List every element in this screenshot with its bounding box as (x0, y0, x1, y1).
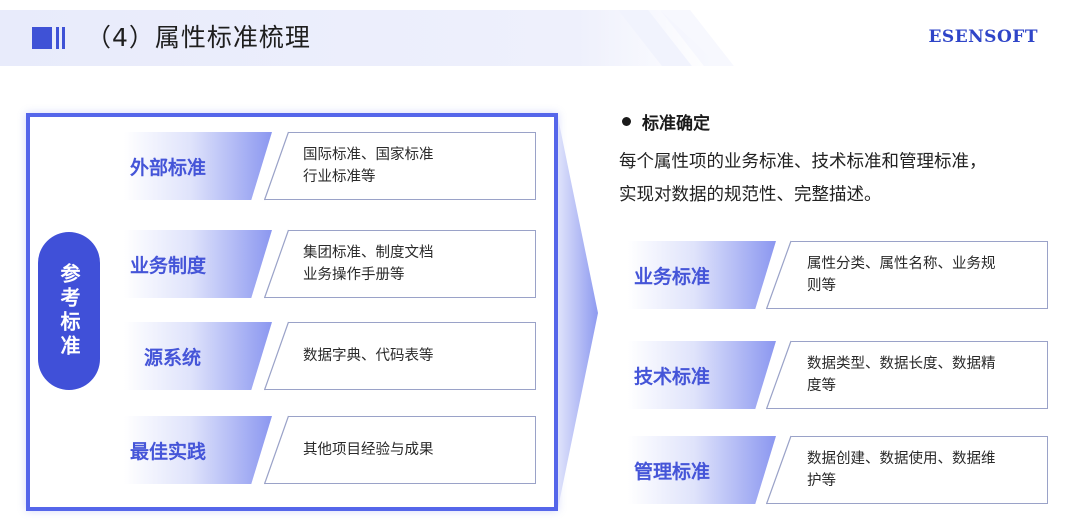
left-row-label-text: 外部标准 (130, 156, 207, 179)
left-row-label: 业务制度 (124, 230, 272, 298)
left-row-line: 集团标准、制度文档 (303, 245, 434, 261)
left-row-label: 最佳实践 (124, 416, 272, 484)
side-label-text: 参考标准 (57, 263, 81, 359)
left-row-box: 数据字典、代码表等 (264, 322, 536, 390)
header-square-icon (32, 27, 52, 49)
right-row-box: 数据类型、数据长度、数据精 度等 (766, 341, 1048, 409)
box-slant-edge (263, 131, 290, 201)
section-description: 每个属性项的业务标准、技术标准和管理标准， 实现对数据的规范性、完整描述。 (619, 146, 1059, 212)
header-band (0, 10, 720, 66)
right-row-line: 数据创建、数据使用、数据维 (807, 451, 996, 467)
bullet-dot (622, 117, 631, 126)
left-row-line: 数据字典、代码表等 (303, 348, 434, 364)
brand-logo: ESENSOFT (928, 27, 1038, 47)
left-row-line: 业务操作手册等 (303, 267, 405, 283)
box-slant-edge (765, 340, 792, 410)
right-row-box: 属性分类、属性名称、业务规 则等 (766, 241, 1048, 309)
arrow-wedge (558, 118, 598, 508)
left-row-line: 国际标准、国家标准 (303, 147, 434, 163)
right-row-line: 数据类型、数据长度、数据精 (807, 356, 996, 372)
right-row-label: 业务标准 (628, 241, 776, 309)
left-row-box: 集团标准、制度文档 业务操作手册等 (264, 230, 536, 298)
header-bar-icon (62, 27, 65, 49)
right-row-line: 则等 (807, 278, 836, 294)
right-row-label: 技术标准 (628, 341, 776, 409)
right-row-line: 护等 (807, 473, 836, 489)
left-row-label-text: 源系统 (144, 346, 202, 369)
left-row-label-text: 最佳实践 (130, 440, 207, 463)
section-title: 标准确定 (642, 114, 710, 134)
right-row-label-text: 管理标准 (634, 460, 711, 483)
box-slant-edge (263, 415, 290, 485)
right-row-line: 度等 (807, 378, 836, 394)
left-row-label: 源系统 (124, 322, 272, 390)
box-slant-edge (765, 240, 792, 310)
left-row-box: 国际标准、国家标准 行业标准等 (264, 132, 536, 200)
page-title: （4）属性标准梳理 (86, 23, 311, 52)
box-slant-edge (263, 321, 290, 391)
left-row-line: 行业标准等 (303, 169, 376, 185)
left-row-label: 外部标准 (124, 132, 272, 200)
box-slant-edge (765, 435, 792, 505)
right-row-label-text: 业务标准 (634, 265, 711, 288)
right-row-line: 属性分类、属性名称、业务规 (807, 256, 996, 272)
right-row-label-text: 技术标准 (634, 365, 711, 388)
header-bar-icon (56, 27, 59, 49)
left-row-box: 其他项目经验与成果 (264, 416, 536, 484)
description-line: 每个属性项的业务标准、技术标准和管理标准， (619, 152, 987, 172)
left-row-line: 其他项目经验与成果 (303, 442, 434, 458)
right-row-box: 数据创建、数据使用、数据维 护等 (766, 436, 1048, 504)
box-slant-edge (263, 229, 290, 299)
right-row-label: 管理标准 (628, 436, 776, 504)
side-label-pill: 参考标准 (38, 232, 100, 390)
left-row-label-text: 业务制度 (130, 254, 207, 277)
description-line: 实现对数据的规范性、完整描述。 (619, 185, 882, 205)
